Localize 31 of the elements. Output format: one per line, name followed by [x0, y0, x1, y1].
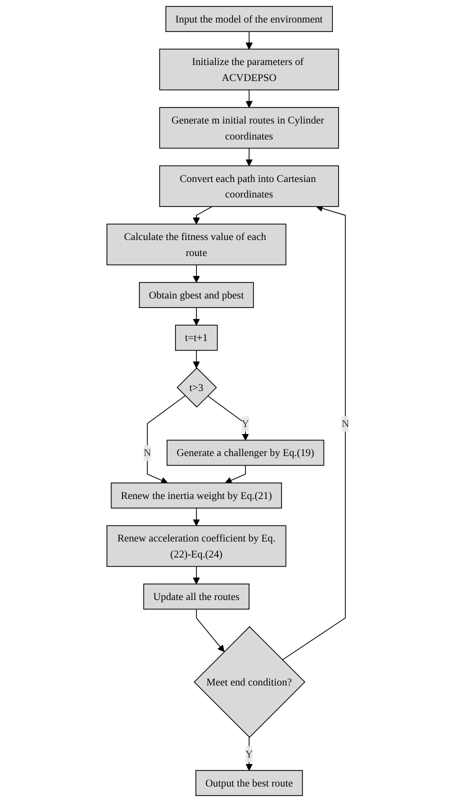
arrow — [146, 395, 186, 484]
node-box: Obtain gbest and pbest — [138, 282, 254, 308]
node-diamond: Meet end condition? — [194, 626, 306, 738]
edge-label: N — [144, 446, 152, 459]
arrow — [246, 31, 253, 50]
arrow — [192, 508, 200, 526]
node-box: Renew acceleration coefficient by Eq.(22)-Eq.(24) — [106, 525, 286, 567]
node-box: Update all the routes — [143, 584, 250, 610]
node-box: Input the model of the environment — [165, 6, 333, 32]
node-box: Convert each path into Cartesian coordinates — [159, 165, 339, 207]
arrow — [246, 89, 253, 108]
node-box: t=t+1 — [175, 324, 218, 351]
node-diamond: t>3 — [176, 367, 217, 408]
arrow — [224, 464, 246, 484]
edge-label: Y — [242, 417, 250, 430]
arrow — [192, 566, 200, 584]
edge-label: Y — [245, 748, 253, 760]
node-box: Renew the inertia weight by Eq.(21) — [110, 482, 282, 508]
arrow — [192, 264, 200, 283]
arrow — [246, 148, 253, 166]
arrow — [192, 206, 213, 224]
node-box: Generate a challenger by Eq.(19) — [166, 440, 324, 466]
node-box: Calculate the fitness value of each route — [106, 224, 286, 266]
node-box: Initialize the parameters of ACVDEPSO — [159, 48, 339, 90]
node-box: Generate m initial routes in Cylinder coordinates — [159, 107, 339, 149]
arrow — [196, 608, 224, 652]
arrow — [192, 350, 200, 368]
arrow — [192, 307, 200, 326]
edge-label: N — [342, 417, 350, 430]
arrow — [282, 205, 346, 660]
node-box: Output the best route — [195, 770, 303, 796]
